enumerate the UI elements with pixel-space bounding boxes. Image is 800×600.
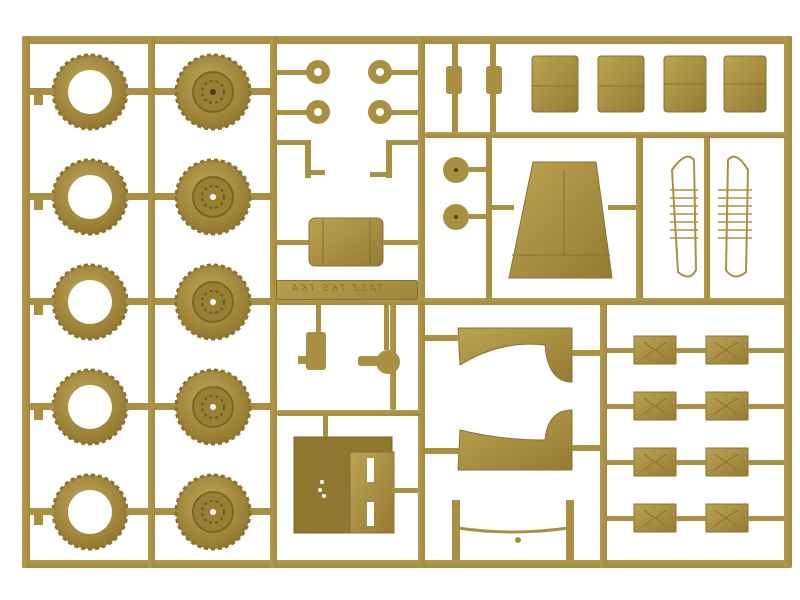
seat-box [293, 416, 418, 534]
ladder-grilles [670, 155, 752, 278]
center-plate [277, 217, 418, 267]
runner-v4 [600, 300, 607, 568]
sprue-frame-bottom [22, 560, 792, 568]
sprue-frame-left [22, 36, 30, 568]
tires-with-hubs [174, 53, 252, 551]
runner-v2 [270, 36, 277, 568]
washers [277, 60, 418, 178]
top-boxes [446, 42, 767, 132]
runner-v5 [636, 135, 643, 300]
axle-frame [452, 500, 574, 560]
trapezoid-panel [492, 161, 636, 279]
runner-h3 [277, 410, 422, 416]
sprue-frame-right [784, 36, 792, 568]
runner-v6 [704, 135, 710, 300]
part-number-tab [276, 280, 418, 300]
tires-plain [51, 53, 129, 551]
runner-v1 [148, 36, 155, 568]
misc-small-parts [298, 305, 400, 374]
jerrycans [607, 335, 784, 533]
runner-h2 [277, 298, 787, 305]
runner-h1 [425, 132, 787, 138]
hub-discs [443, 138, 492, 300]
fender-panels [425, 327, 600, 471]
sprue-frame-top [22, 36, 792, 44]
